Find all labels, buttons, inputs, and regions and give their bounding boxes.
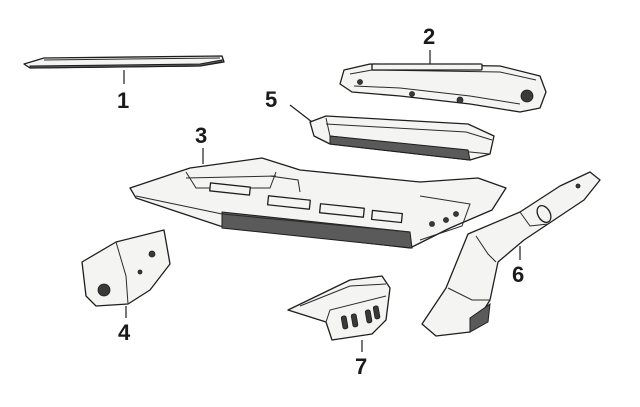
part-7-floor-bracket[interactable] xyxy=(287,275,391,341)
callout-7: 7 xyxy=(355,354,367,379)
part-3-floor-pan[interactable] xyxy=(129,157,507,249)
part-2-rear-rail[interactable] xyxy=(339,63,547,113)
callout-3: 3 xyxy=(195,123,207,148)
part-6-frame-rail[interactable] xyxy=(421,171,601,337)
leader-5 xyxy=(289,104,313,123)
callout-2: 2 xyxy=(423,24,435,49)
callout-5: 5 xyxy=(265,87,277,112)
callout-4: 4 xyxy=(118,320,131,345)
callout-6: 6 xyxy=(512,262,524,287)
callout-1: 1 xyxy=(117,88,129,113)
part-5-center-rail[interactable] xyxy=(309,115,495,161)
part-4-side-bracket[interactable] xyxy=(81,229,171,307)
part-1-strip[interactable] xyxy=(23,55,225,69)
